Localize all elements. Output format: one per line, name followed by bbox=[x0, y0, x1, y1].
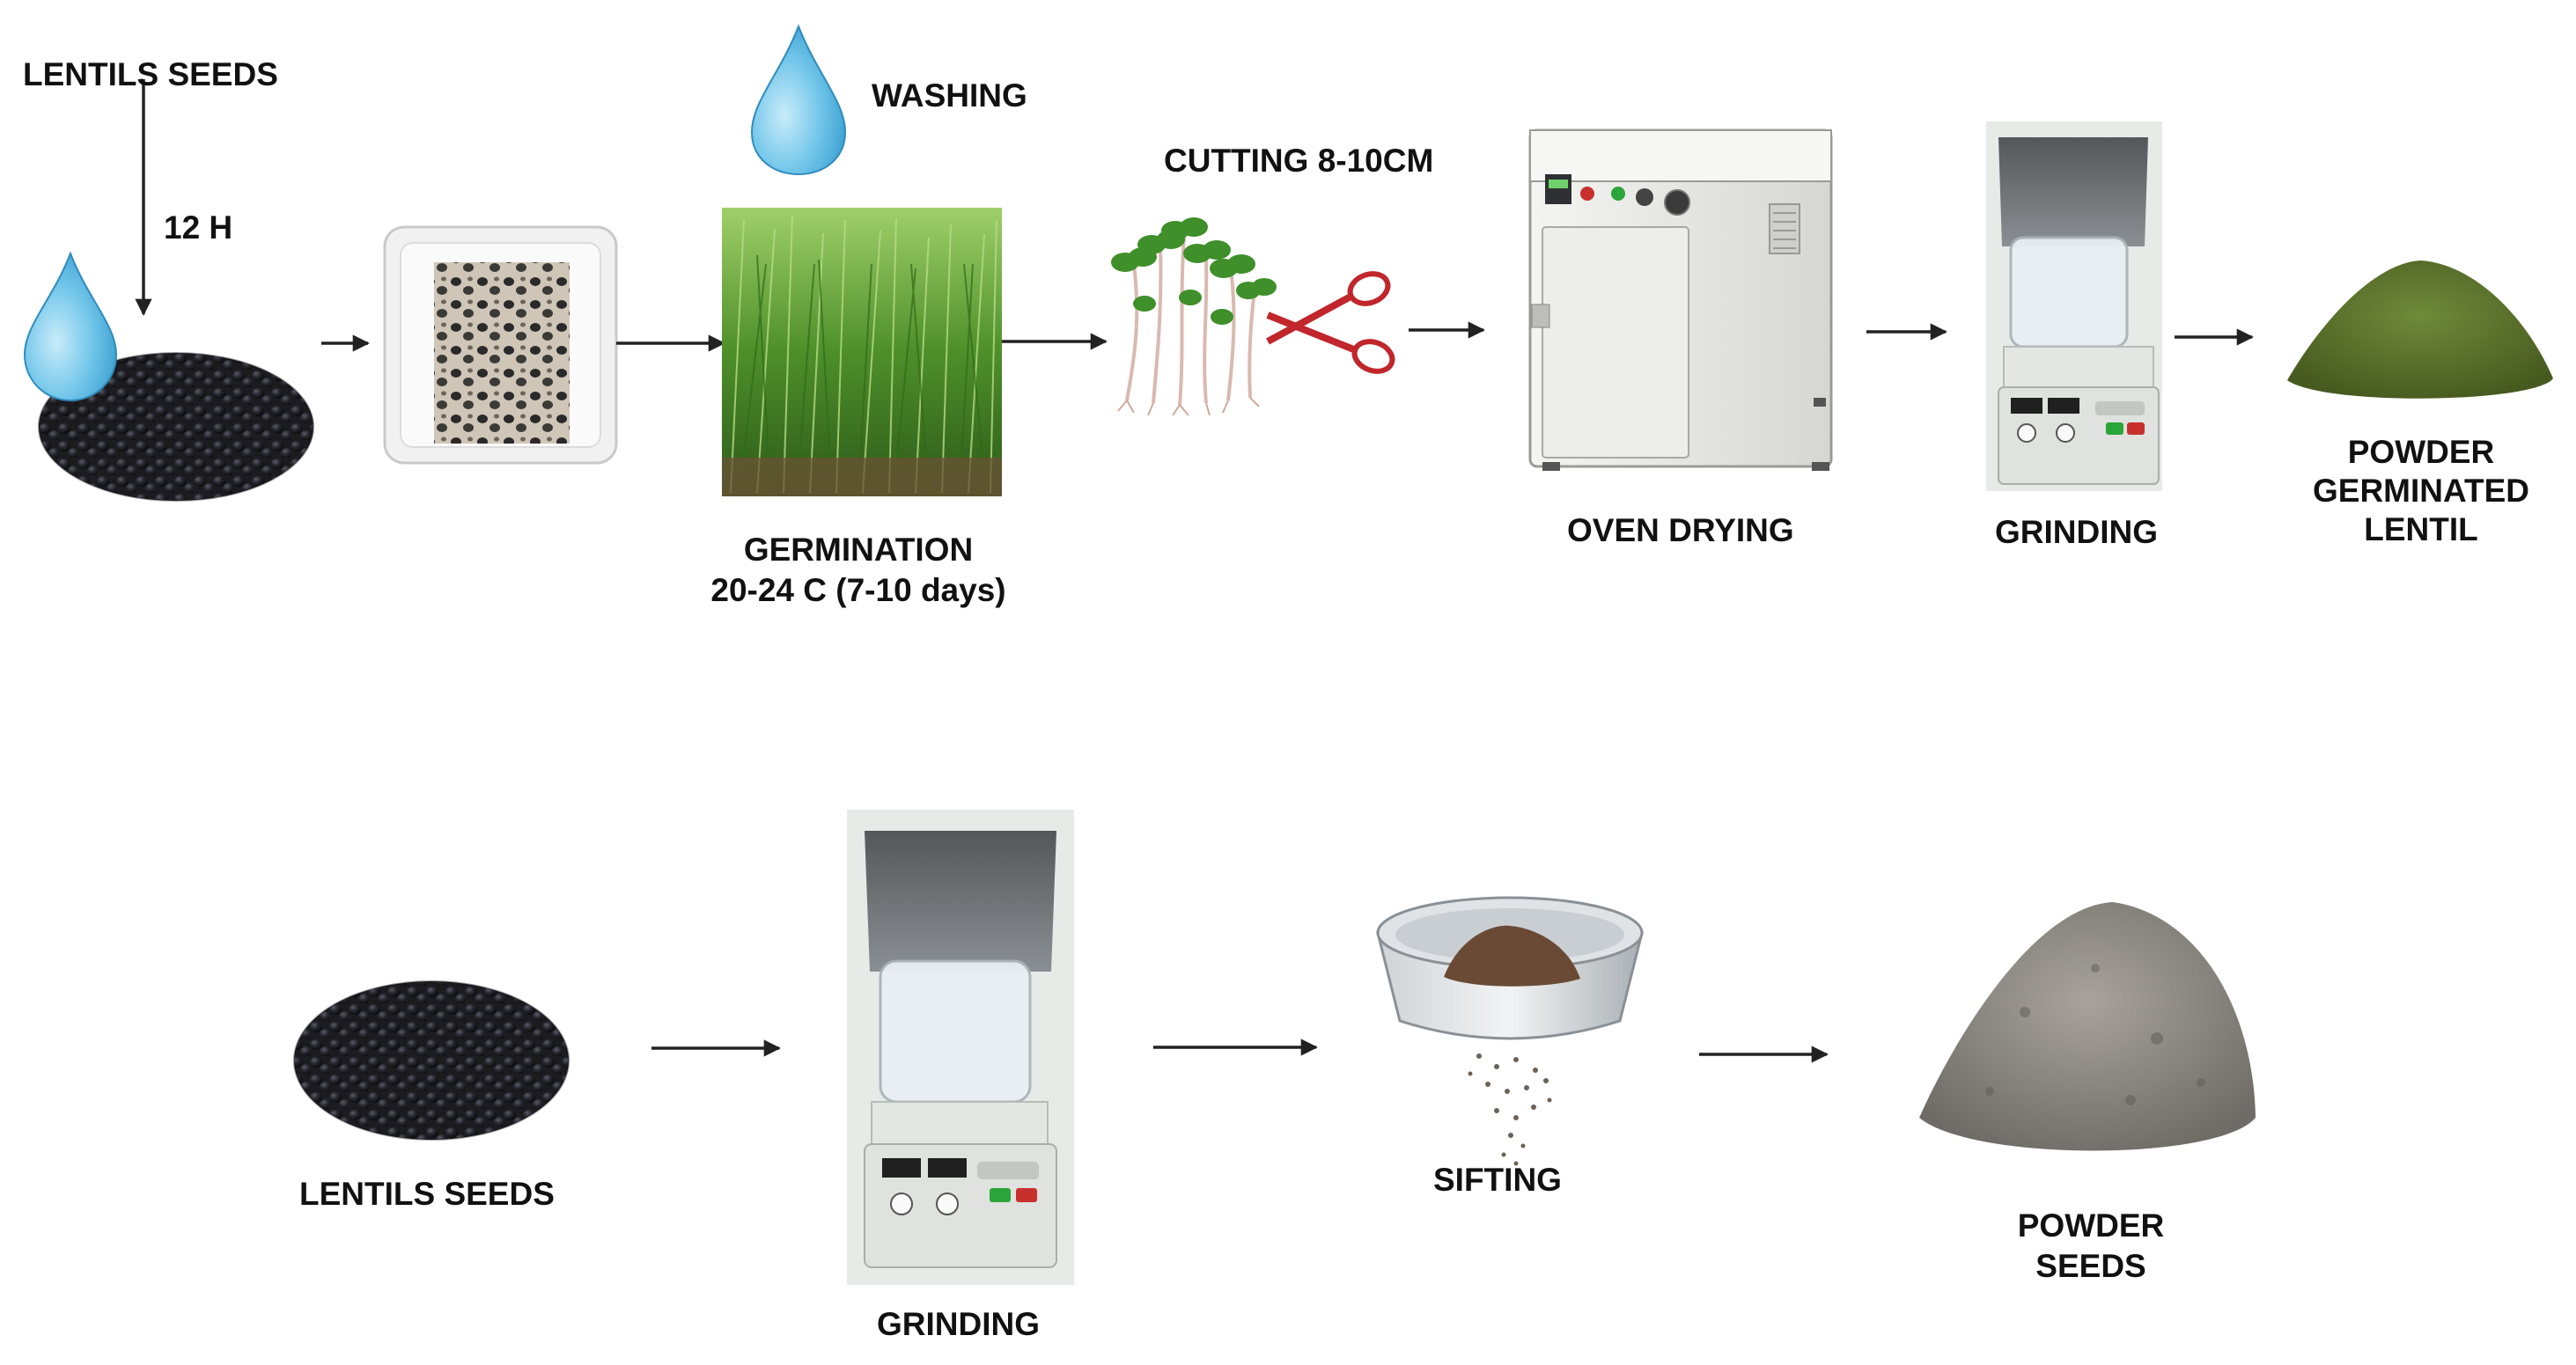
label-grinding-top: GRINDING bbox=[1995, 514, 2158, 550]
label-powder-germinated-lentil: POWDER GERMINATED LENTIL bbox=[2313, 434, 2529, 547]
water-drop-washing bbox=[750, 24, 847, 176]
label-lentils-seeds-bottom: LENTILS SEEDS bbox=[299, 1176, 555, 1212]
grinder-bottom bbox=[847, 810, 1074, 1285]
sieve-icon bbox=[1376, 896, 1644, 1166]
label-oven-drying: OVEN DRYING bbox=[1567, 512, 1794, 548]
label-lentils-seeds-top: LENTILS SEEDS bbox=[23, 56, 278, 92]
label-sifting: SIFTING bbox=[1433, 1162, 1562, 1198]
lentil-seeds-pile-top bbox=[38, 352, 314, 502]
label-grinding-bottom: GRINDING bbox=[877, 1306, 1040, 1342]
oven-icon bbox=[1528, 128, 1833, 471]
label-cutting: CUTTING 8-10CM bbox=[1164, 143, 1434, 179]
label-germination: GERMINATION 20-24 C (7-10 days) bbox=[710, 532, 1006, 608]
lentil-seeds-pile-bottom bbox=[293, 980, 570, 1141]
grey-powder-pile bbox=[1919, 902, 2256, 1151]
sprouts-icon bbox=[1111, 217, 1277, 416]
germination-tray bbox=[383, 225, 618, 465]
green-powder-pile bbox=[2287, 261, 2553, 399]
scissors-icon bbox=[1266, 271, 1395, 374]
germination-photo bbox=[722, 208, 1002, 496]
water-drop-soak bbox=[23, 251, 118, 402]
grinder-top bbox=[1986, 121, 2162, 491]
label-powder-seeds: POWDER SEEDS bbox=[2017, 1207, 2165, 1284]
label-soak-time: 12 H bbox=[164, 209, 233, 246]
label-washing: WASHING bbox=[872, 77, 1027, 114]
